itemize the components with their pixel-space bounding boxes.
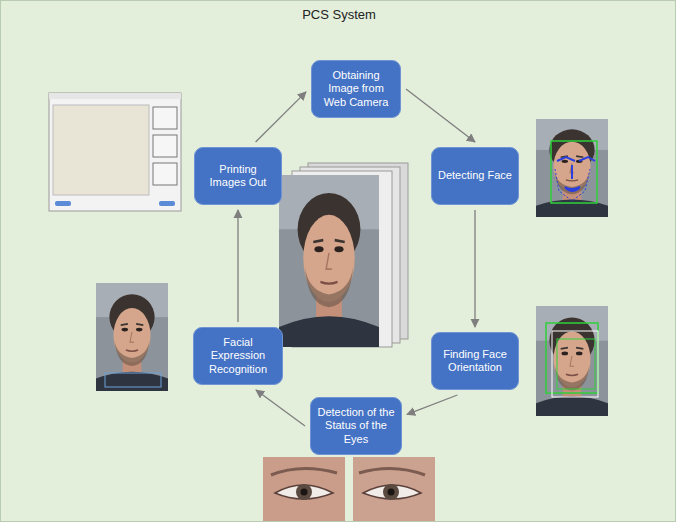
orientation-face: [536, 306, 608, 416]
process-box: Detecting Face: [431, 147, 519, 205]
diagram-title: PCS System: [1, 7, 676, 22]
window-button: [55, 201, 71, 206]
box-text: Detection of the Status of the Eyes: [317, 406, 395, 446]
process-box: Finding Face Orientation: [431, 332, 519, 390]
orientation-box: [546, 323, 598, 393]
box-text: Finding Face Orientation: [438, 348, 512, 375]
image-stack: [279, 163, 408, 347]
detected-face: [536, 119, 608, 217]
image-pane: [53, 105, 149, 195]
process-box: Obtaining Image from Web Camera: [311, 60, 401, 118]
box-text: Obtaining Image from Web Camera: [318, 69, 394, 109]
flow-arrow: [407, 395, 457, 414]
expression-box: [105, 373, 161, 387]
flow-arrow: [256, 390, 305, 426]
process-box: Facial Expression Recognition: [193, 327, 283, 385]
face-photo: [536, 306, 608, 416]
process-box: Printing Images Out: [194, 147, 282, 205]
landmarks: [565, 165, 580, 191]
flow-arrow: [237, 210, 238, 322]
eye-photo: [263, 457, 345, 522]
process-box: Detection of the Status of the Eyes: [310, 397, 402, 455]
eye-crops: [263, 457, 435, 522]
flow-arrow: [256, 92, 306, 142]
thumb-box: [153, 163, 177, 185]
expression-face: [96, 283, 168, 391]
orientation-box: [557, 339, 595, 389]
face-box: [551, 141, 597, 203]
landmarks: [557, 157, 595, 161]
face-photo: [96, 283, 168, 391]
window-frame: [49, 93, 181, 211]
box-text: Printing Images Out: [201, 163, 275, 190]
flow-arrow: [474, 210, 475, 327]
box-text: Facial Expression Recognition: [200, 336, 276, 376]
eye-photo: [353, 457, 435, 522]
screenshot-window: [49, 93, 181, 211]
orientation-box: [552, 331, 598, 397]
window-button: [159, 201, 175, 206]
face-photo: [536, 119, 608, 217]
thumb-box: [153, 135, 177, 157]
window-bar: [49, 93, 181, 99]
face-photo: [279, 175, 379, 347]
landmarks: [555, 169, 590, 201]
thumb-box: [153, 107, 177, 129]
box-text: Detecting Face: [438, 169, 512, 182]
flow-arrow: [406, 89, 475, 142]
